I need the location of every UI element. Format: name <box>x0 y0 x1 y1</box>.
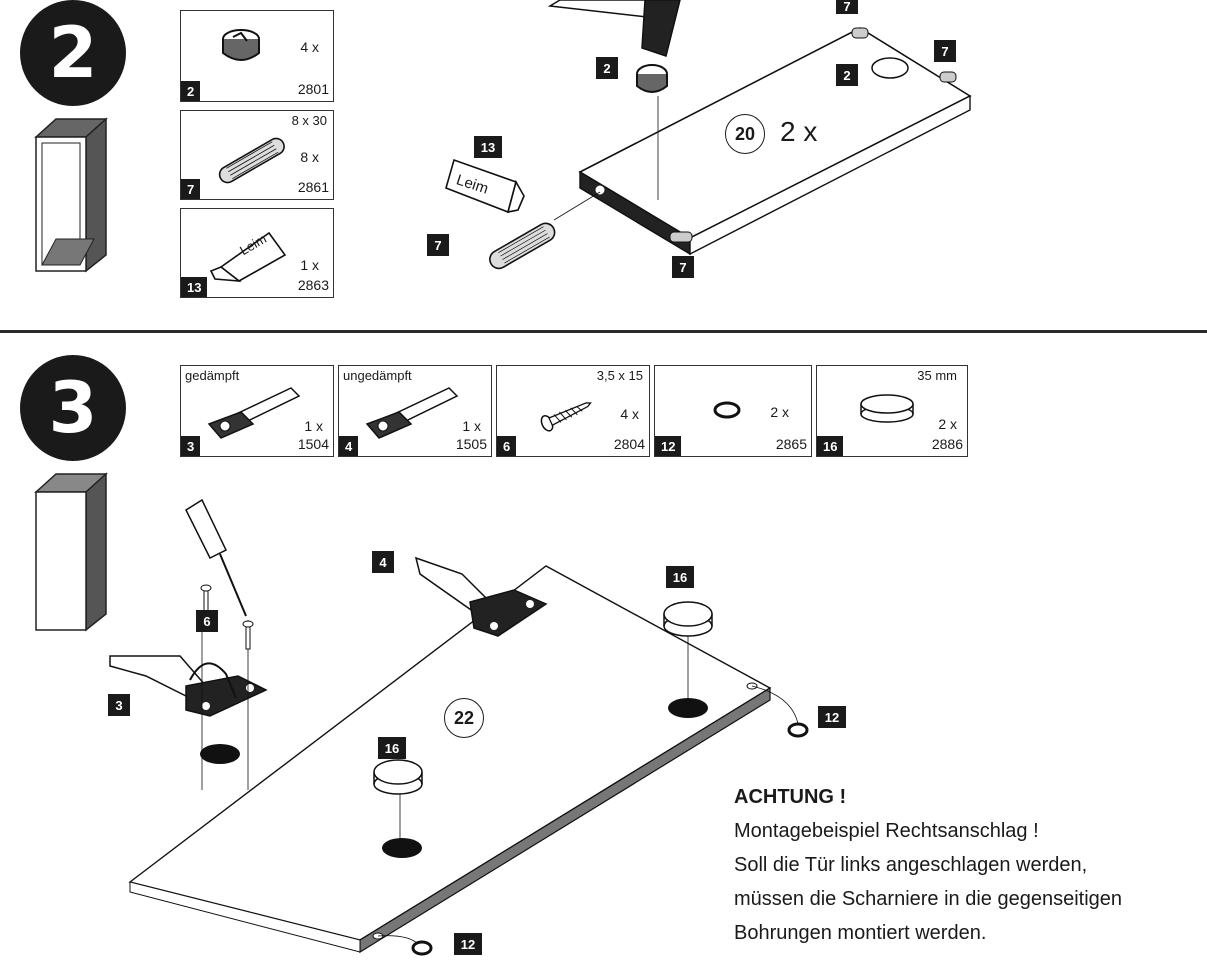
part-code: 1504 <box>297 436 329 452</box>
panel-number-label: 22 <box>444 698 484 738</box>
callout-tag: 4 <box>372 551 394 573</box>
part-box-2861: 8 x 30 8 x 2861 7 <box>180 110 334 200</box>
part-qty: 2 x <box>770 404 789 420</box>
part-spec: 8 x 30 <box>291 113 327 128</box>
callout-tag: 3 <box>108 694 130 716</box>
step-2-badge: 2 <box>20 0 126 106</box>
callout-tag: 7 <box>934 40 956 62</box>
part-qty: 1 x <box>462 418 481 434</box>
part-box-1505: ungedämpft 1 x 1505 4 <box>338 365 492 457</box>
part-spec: 3,5 x 15 <box>596 368 643 383</box>
part-code: 2865 <box>775 436 807 452</box>
part-box-2886: 35 mm 2 x 2886 16 <box>816 365 968 457</box>
hinge-3-icon <box>109 655 268 717</box>
part-number: 6 <box>497 436 517 456</box>
part-number: 16 <box>817 436 844 456</box>
callout-tag: 13 <box>474 136 502 158</box>
door-assembly-diagram <box>109 498 809 956</box>
part-code: 1505 <box>455 436 487 452</box>
cabinet-frame-illustration <box>34 117 108 273</box>
warning-heading: ACHTUNG ! <box>734 786 847 808</box>
warning-line: Montagebeispiel Rechtsanschlag ! <box>734 820 1039 842</box>
part-number: 2 <box>181 81 201 101</box>
cover-cap-left <box>373 759 423 840</box>
part-qty: 2 x <box>938 416 957 432</box>
warning-line: Bohrungen montiert werden. <box>734 922 987 944</box>
part-code: 2804 <box>613 436 645 452</box>
glue-tube-icon <box>209 231 287 283</box>
part-code: 2863 <box>297 277 329 293</box>
part-box-2804: 3,5 x 15 4 x 2804 6 <box>496 365 650 457</box>
undamped-hinge-icon <box>365 387 459 439</box>
part-qty: 8 x <box>300 149 319 165</box>
callout-tag: 16 <box>378 737 406 759</box>
part-number: 13 <box>181 277 208 297</box>
part-box-2801: 4 x 2801 2 <box>180 10 334 102</box>
dowel-icon <box>218 137 285 184</box>
part-code: 2886 <box>931 436 963 452</box>
part-number: 3 <box>181 436 201 456</box>
warning-line: Soll die Tür links angeschlagen werden, <box>734 854 1088 876</box>
warning-line: müssen die Scharniere in die gegenseitig… <box>734 888 1123 910</box>
part-code: 2801 <box>297 81 329 97</box>
bumper-pad-icon <box>713 401 741 419</box>
part-qty: 1 x <box>304 418 323 434</box>
part-box-2863: Leim 1 x 2863 13 <box>180 208 334 298</box>
callout-tag: 12 <box>818 706 846 728</box>
callout-tag: 6 <box>196 610 218 632</box>
cam-lock-icon <box>222 29 260 61</box>
part-spec: ungedämpft <box>343 368 412 383</box>
screwdriver-icon <box>185 498 247 617</box>
cabinet-closed-illustration <box>34 472 108 632</box>
warning-note: ACHTUNG ! Montagebeispiel Rechtsanschlag… <box>734 780 1122 950</box>
callout-tag: 2 <box>596 57 618 79</box>
callout-tag: 7 <box>672 256 694 278</box>
part-number: 12 <box>655 436 682 456</box>
hammer-icon <box>547 0 681 57</box>
part-qty: 4 x <box>300 39 319 55</box>
part-box-2865: 2 x 2865 12 <box>654 365 812 457</box>
cover-cap-icon <box>860 394 914 423</box>
hinge-4-icon <box>414 556 548 637</box>
shelf-assembly-diagram <box>445 0 972 270</box>
callout-tag: 12 <box>454 933 482 955</box>
part-box-1504: gedämpft 1 x 1504 3 <box>180 365 334 457</box>
part-spec: gedämpft <box>185 368 240 383</box>
callout-tag: 16 <box>666 566 694 588</box>
section-divider <box>0 330 1207 333</box>
part-qty: 1 x <box>300 257 319 273</box>
part-spec: 35 mm <box>917 368 957 383</box>
callout-tag: 7 <box>836 0 858 14</box>
part-number: 4 <box>339 436 359 456</box>
callout-tag: 2 <box>836 64 858 86</box>
screw-icon <box>540 402 592 432</box>
callout-tag: 7 <box>427 234 449 256</box>
part-number: 7 <box>181 179 201 199</box>
part-code: 2861 <box>297 179 329 195</box>
damped-hinge-icon <box>207 387 301 439</box>
panel-count: 2 x <box>780 116 818 147</box>
cover-cap-right <box>663 601 713 698</box>
panel-number-label: 20 <box>725 114 765 154</box>
step-3-badge: 3 <box>20 355 126 461</box>
part-qty: 4 x <box>620 406 639 422</box>
